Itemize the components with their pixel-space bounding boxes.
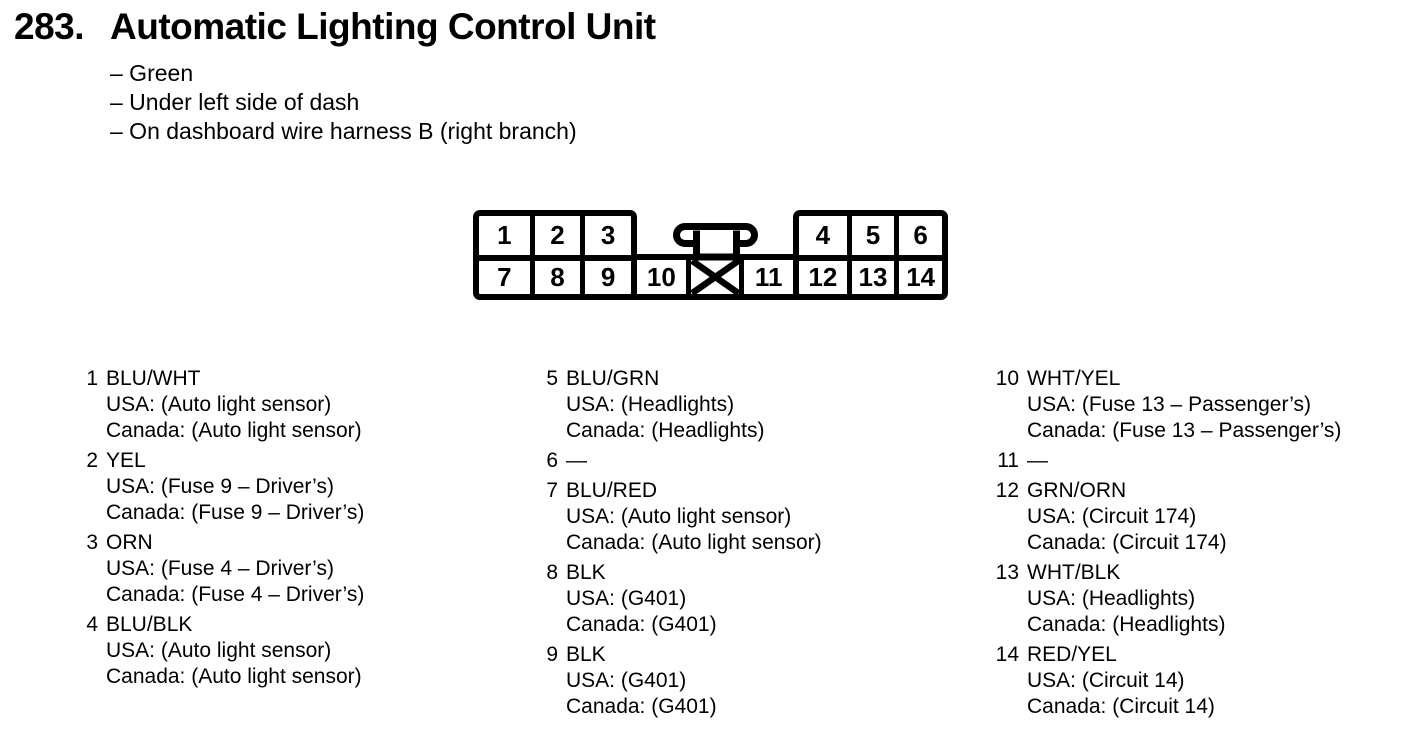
usa-circuit: USA: (Fuse 9 – Driver’s) bbox=[106, 475, 334, 498]
pin-number: 9 bbox=[546, 643, 558, 666]
pin-number: 12 bbox=[995, 479, 1019, 502]
usa-circuit: USA: (Auto light sensor) bbox=[566, 505, 792, 528]
pin-number: 10 bbox=[995, 367, 1019, 390]
pin-entry-13: 13 WHT/BLK USA: (Headlights) Canada: (He… bbox=[993, 560, 1341, 638]
canada-circuit: Canada: (Fuse 4 – Driver’s) bbox=[106, 583, 365, 606]
pin-entry-2: 2 YEL USA: (Fuse 9 – Driver’s) Canada: (… bbox=[72, 448, 364, 526]
wire-color: GRN/ORN bbox=[1027, 479, 1127, 502]
wire-color: WHT/YEL bbox=[1027, 367, 1121, 390]
canada-circuit: Canada: (G401) bbox=[566, 613, 717, 636]
pin-entry-3: 3 ORN USA: (Fuse 4 – Driver’s) Canada: (… bbox=[72, 530, 364, 608]
pin-cell-12: 12 bbox=[799, 255, 847, 294]
usa-circuit: USA: (Auto light sensor) bbox=[106, 393, 332, 416]
pin-column-3: 10 WHT/YEL USA: (Fuse 13 – Passenger’s) … bbox=[993, 366, 1342, 724]
pin-entry-10: 10 WHT/YEL USA: (Fuse 13 – Passenger’s) … bbox=[993, 366, 1342, 444]
pin-number: 2 bbox=[86, 449, 98, 472]
wire-color: BLU/GRN bbox=[566, 367, 660, 390]
wire-color: WHT/BLK bbox=[1027, 561, 1121, 584]
connector-left-block: 1 2 3 7 8 9 bbox=[473, 210, 637, 300]
pin-entry-11: 11 — bbox=[993, 448, 1341, 474]
section-title: Automatic Lighting Control Unit bbox=[110, 6, 656, 47]
pin-cell-1: 1 bbox=[497, 220, 512, 250]
pin-number: 14 bbox=[995, 643, 1019, 666]
wire-color: — bbox=[1027, 449, 1048, 472]
pin-entry-12: 12 GRN/ORN USA: (Circuit 174) Canada: (C… bbox=[993, 478, 1341, 556]
pin-number: 1 bbox=[86, 367, 98, 390]
pin-entry-9: 9 BLK USA: (G401) Canada: (G401) bbox=[532, 642, 822, 720]
pin-number: 3 bbox=[86, 531, 98, 554]
wire-color: RED/YEL bbox=[1027, 643, 1117, 666]
x-cross-icon bbox=[691, 260, 740, 294]
canada-circuit: Canada: (G401) bbox=[566, 695, 717, 718]
wire-color: ORN bbox=[106, 531, 153, 554]
pin-number: 8 bbox=[546, 561, 558, 584]
usa-circuit: USA: (G401) bbox=[566, 669, 687, 692]
pin-entry-4: 4 BLU/BLK USA: (Auto light sensor) Canad… bbox=[72, 612, 364, 690]
page-title: 283. Automatic Lighting Control Unit bbox=[14, 6, 656, 48]
note-line: – Green bbox=[110, 60, 194, 86]
pin-cell-4: 4 bbox=[815, 220, 831, 250]
usa-circuit: USA: (Headlights) bbox=[566, 393, 735, 416]
connector-diagram: 1 2 3 7 8 9 10 11 4 5 6 12 13 14 bbox=[473, 210, 948, 300]
note-line: – On dashboard wire harness B (right bra… bbox=[110, 118, 577, 144]
pin-number: 13 bbox=[995, 561, 1019, 584]
usa-circuit: USA: (G401) bbox=[566, 587, 687, 610]
wire-color: BLU/RED bbox=[566, 479, 658, 502]
pin-number: 11 bbox=[997, 449, 1019, 472]
wire-color: BLU/BLK bbox=[106, 613, 193, 636]
canada-circuit: Canada: (Circuit 174) bbox=[1027, 531, 1227, 554]
usa-circuit: USA: (Fuse 13 – Passenger’s) bbox=[1027, 393, 1312, 416]
pin-cell-3: 3 bbox=[580, 216, 631, 255]
pin-cell-6: 6 bbox=[894, 216, 942, 255]
pin-entry-7: 7 BLU/RED USA: (Auto light sensor) Canad… bbox=[532, 478, 822, 556]
pin-cell-9: 9 bbox=[580, 255, 631, 294]
wire-color: YEL bbox=[106, 449, 146, 472]
pin-entry-1: 1 BLU/WHT USA: (Auto light sensor) Canad… bbox=[72, 366, 364, 444]
connector-right-block: 4 5 6 12 13 14 bbox=[793, 210, 948, 300]
canada-circuit: Canada: (Auto light sensor) bbox=[106, 419, 362, 442]
usa-circuit: USA: (Fuse 4 – Driver’s) bbox=[106, 557, 334, 580]
note-line: – Under left side of dash bbox=[110, 89, 360, 115]
pin-entry-6: 6 — bbox=[532, 448, 822, 474]
pin-entry-5: 5 BLU/GRN USA: (Headlights) Canada: (Hea… bbox=[532, 366, 822, 444]
pin-cell-13: 13 bbox=[846, 255, 895, 294]
pin-cell-11: 11 bbox=[739, 260, 793, 294]
pin-number: 6 bbox=[546, 449, 558, 472]
pin-cell-7: 7 bbox=[479, 255, 530, 294]
canada-circuit: Canada: (Auto light sensor) bbox=[566, 531, 822, 554]
usa-circuit: USA: (Circuit 174) bbox=[1027, 505, 1197, 528]
pin-entry-14: 14 RED/YEL USA: (Circuit 14) Canada: (Ci… bbox=[993, 642, 1341, 720]
section-number: 283. bbox=[14, 6, 85, 47]
pin-number: 5 bbox=[546, 367, 558, 390]
wire-color: — bbox=[566, 449, 587, 472]
blocked-cell bbox=[685, 260, 740, 294]
pin-cell-8: 8 bbox=[529, 255, 581, 294]
pin-number: 7 bbox=[546, 479, 558, 502]
pin-cell-10: 10 bbox=[646, 261, 676, 292]
canada-circuit: Canada: (Auto light sensor) bbox=[106, 665, 362, 688]
canada-circuit: Canada: (Fuse 9 – Driver’s) bbox=[106, 501, 365, 524]
pin-column-1: 1 BLU/WHT USA: (Auto light sensor) Canad… bbox=[72, 366, 364, 694]
wire-color: BLK bbox=[566, 643, 606, 666]
pin-column-2: 5 BLU/GRN USA: (Headlights) Canada: (Hea… bbox=[532, 366, 822, 724]
usa-circuit: USA: (Auto light sensor) bbox=[106, 639, 332, 662]
usa-circuit: USA: (Headlights) bbox=[1027, 587, 1196, 610]
wire-color: BLU/WHT bbox=[106, 367, 201, 390]
wire-color: BLK bbox=[566, 561, 606, 584]
pin-cell-5: 5 bbox=[846, 216, 895, 255]
pin-cell-14: 14 bbox=[894, 255, 942, 294]
pin-cell-2: 2 bbox=[529, 216, 581, 255]
pin-number: 4 bbox=[86, 613, 98, 636]
canada-circuit: Canada: (Headlights) bbox=[1027, 613, 1226, 636]
pin-entry-8: 8 BLK USA: (G401) Canada: (G401) bbox=[532, 560, 822, 638]
canada-circuit: Canada: (Fuse 13 – Passenger’s) bbox=[1027, 419, 1342, 442]
canada-circuit: Canada: (Circuit 14) bbox=[1027, 695, 1215, 718]
usa-circuit: USA: (Circuit 14) bbox=[1027, 669, 1185, 692]
key-tab-icon bbox=[673, 223, 758, 261]
location-notes: – Green – Under left side of dash – On d… bbox=[110, 59, 577, 146]
canada-circuit: Canada: (Headlights) bbox=[566, 419, 765, 442]
